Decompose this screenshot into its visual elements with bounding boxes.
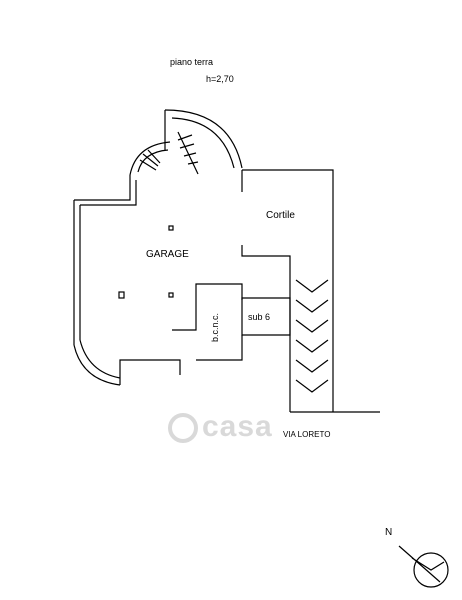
- fixture-square: [168, 225, 174, 231]
- garage-top-left-wall-inner: [80, 180, 137, 206]
- upper-room-top-curve-inner: [171, 117, 235, 169]
- fixture-square: [168, 292, 174, 298]
- upper-room-stair-frame: [177, 131, 199, 175]
- upper-room-top-curve-outer: [164, 109, 243, 169]
- watermark-logo: casa: [168, 410, 273, 444]
- room-label-garage: GARAGE: [146, 249, 189, 260]
- street-label: VIA LORETO: [283, 430, 331, 439]
- stair-curve-inner: [137, 149, 169, 173]
- watermark-icon: [168, 413, 198, 444]
- cortile-top-wall: [242, 169, 334, 412]
- garage-bottom-wall: [119, 359, 181, 385]
- garage-right-wall-lower: [241, 245, 291, 272]
- bay-window-outer: [73, 344, 121, 386]
- room-label-sub6: sub 6: [248, 312, 271, 322]
- watermark-text: casa: [202, 410, 273, 443]
- bay-window-inner: [79, 339, 121, 379]
- compass-needle: [398, 545, 445, 583]
- garage-top-left-wall: [74, 175, 131, 201]
- bcnc-wall: [196, 335, 243, 361]
- room-label-bcnc: b.c.n.c.: [210, 312, 220, 342]
- fixture-square: [118, 291, 125, 299]
- stair-steps: [139, 149, 161, 171]
- compass-north-label: N: [385, 527, 393, 538]
- garage-inner-step: [172, 283, 243, 331]
- compass-circle: [413, 552, 449, 588]
- floor-label: piano terra: [170, 57, 214, 67]
- room-label-cortile: Cortile: [266, 210, 295, 221]
- upper-room-stair: [177, 134, 199, 165]
- ramp-chevrons: [295, 279, 329, 393]
- height-label: h=2,70: [206, 74, 234, 84]
- stair-curve-outer: [129, 141, 171, 176]
